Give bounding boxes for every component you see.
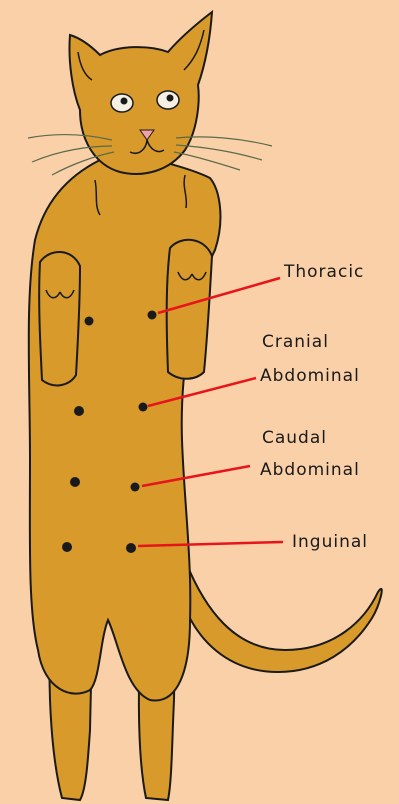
label-cranial-line2: Abdominal xyxy=(260,364,360,388)
left-pupil xyxy=(121,98,128,105)
label-cranial-line1: Cranial xyxy=(262,330,329,354)
teat-cranial-right xyxy=(139,403,148,412)
right-pupil xyxy=(167,95,174,102)
teat-cranial-left xyxy=(74,406,84,416)
teat-caudal-right xyxy=(131,483,140,492)
label-inguinal: Inguinal xyxy=(292,530,368,554)
teat-inguinal-left xyxy=(62,542,72,552)
teat-thoracic-right xyxy=(148,311,157,320)
label-caudal-line2: Abdominal xyxy=(260,458,360,482)
teat-caudal-left xyxy=(70,477,80,487)
teat-thoracic-left xyxy=(85,317,94,326)
left-front-paw xyxy=(39,252,80,385)
cat-tail xyxy=(182,560,382,672)
teat-inguinal-right xyxy=(126,543,136,553)
cat-head xyxy=(69,12,212,174)
label-caudal-line1: Caudal xyxy=(262,426,327,450)
label-thoracic: Thoracic xyxy=(284,260,364,284)
